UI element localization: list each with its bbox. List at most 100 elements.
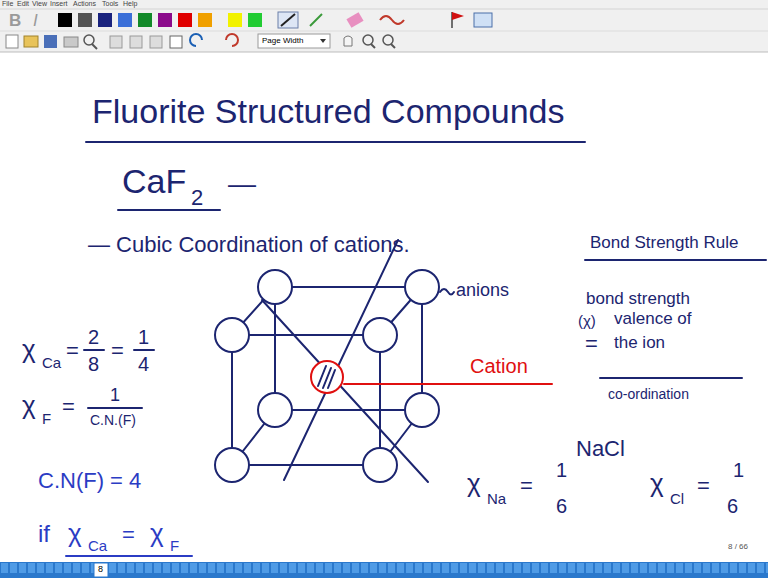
symbol: χ (22, 336, 36, 362)
select-icon (170, 36, 182, 48)
cube-front-face (232, 335, 380, 465)
symbol: χ (650, 470, 664, 496)
subscript: Ca (42, 355, 61, 370)
anion-circle (405, 270, 439, 304)
slide-title: Fluorite Structured Compounds (92, 94, 564, 128)
color-swatch (198, 13, 212, 27)
cation-circle (311, 361, 343, 393)
current-page-marker (94, 563, 108, 577)
save-icon (44, 35, 57, 48)
definition-text: valence of (614, 310, 692, 327)
undo-icon (190, 34, 202, 46)
equals-sign: = (62, 396, 75, 418)
formula: CaF (122, 164, 186, 198)
equals-sign: = (122, 524, 135, 546)
cation-leader (344, 383, 552, 385)
equals-sign: = (520, 475, 533, 497)
anion-circle (258, 393, 292, 427)
color-swatch (138, 13, 152, 27)
heading: Bond Strength Rule (590, 234, 738, 251)
cation-hatch (328, 370, 335, 388)
highlighter-icon (310, 14, 322, 26)
anion-circle (215, 448, 249, 482)
cut-icon (110, 36, 122, 48)
equals-sign: = (111, 340, 124, 362)
color-swatch (78, 13, 92, 27)
italic-button: I (33, 12, 38, 29)
symbol: χ (22, 392, 36, 418)
leader-tilde (440, 289, 454, 295)
fraction-bar (600, 377, 742, 379)
page-number: 8 / 66 (728, 543, 748, 551)
print-icon (64, 37, 78, 47)
body-diagonal (284, 240, 398, 480)
new-page-icon (6, 35, 18, 48)
lasso-icon (380, 16, 404, 24)
pen-tool-icon (278, 12, 298, 28)
menu-item: Edit (17, 0, 29, 7)
page-navigator (0, 562, 768, 578)
denominator: 4 (138, 354, 149, 374)
condition-word: if (38, 522, 50, 546)
blue-strokes (66, 555, 192, 557)
subscript: F (42, 411, 51, 426)
subscript: Ca (88, 538, 107, 553)
fluorite-cube (215, 240, 552, 482)
color-swatch (248, 13, 262, 27)
paste-icon (150, 36, 162, 48)
equals-sign: = (585, 333, 598, 355)
subscript: F (170, 538, 179, 553)
part-label: anions (456, 281, 509, 299)
symbol: χ (150, 520, 164, 546)
numerator: 1 (733, 460, 744, 480)
toolbar (0, 0, 768, 52)
condition-underline (66, 555, 192, 557)
numerator: 2 (88, 327, 99, 347)
equals-sign: = (66, 340, 79, 362)
menu-item: Insert (50, 0, 68, 7)
eraser-icon (346, 12, 363, 28)
denominator: 6 (556, 496, 567, 516)
anion-circle (215, 318, 249, 352)
search-icon (92, 44, 97, 49)
formula-underline (118, 209, 220, 211)
menu-divider (0, 9, 768, 10)
toolbar-divider (0, 31, 768, 32)
open-icon (24, 36, 38, 47)
color-swatch (178, 13, 192, 27)
result: C.N(F) = 4 (38, 470, 141, 492)
fraction-bar (134, 349, 154, 351)
subscript: 2 (191, 187, 203, 209)
anion-circle (363, 448, 397, 482)
heading-underline (585, 259, 766, 261)
definition-text: bond strength (586, 290, 690, 307)
color-swatch (98, 13, 112, 27)
fraction-bar (88, 407, 142, 409)
color-swatch (158, 13, 172, 27)
body-diagonal (262, 300, 428, 482)
definition-text: co-ordination (608, 387, 689, 401)
anion-circle (363, 318, 397, 352)
color-swatch (118, 13, 132, 27)
denominator: 8 (88, 354, 99, 374)
denominator: C.N.(F) (90, 413, 136, 427)
cube-back-face (275, 287, 422, 410)
redo-icon (226, 34, 238, 46)
note: — Cubic Coordination of cations. (88, 234, 410, 256)
symbol: χ (467, 470, 481, 496)
toolbar-border (0, 52, 768, 53)
flag-icon (452, 12, 464, 20)
bold-button: B (9, 12, 21, 29)
definition-text: the ion (614, 334, 665, 351)
hand-tool-icon (344, 36, 352, 46)
color-swatch (58, 13, 72, 27)
anion-circle (258, 270, 292, 304)
symbol: χ (68, 520, 82, 546)
symbol: (χ) (578, 313, 596, 328)
copy-icon (130, 36, 142, 48)
denominator: 6 (727, 496, 738, 516)
numerator: 1 (556, 460, 567, 480)
zoom-out-icon (391, 44, 395, 48)
zoom-value: Page Width (262, 37, 303, 45)
